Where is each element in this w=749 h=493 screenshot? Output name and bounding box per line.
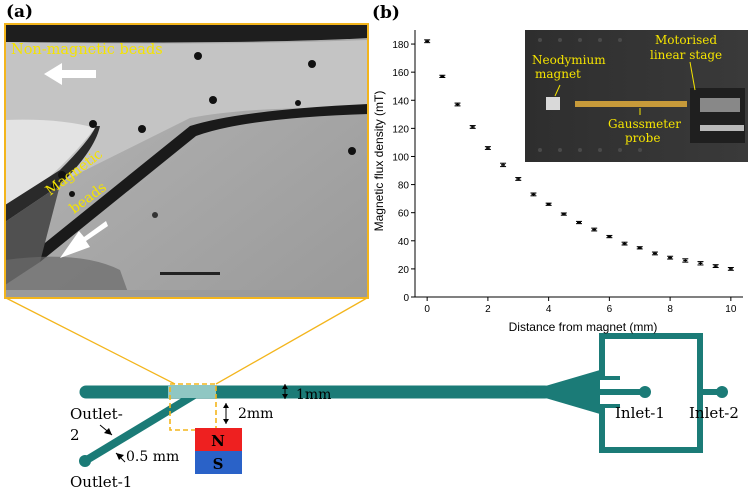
gap-2mm-label: 2mm bbox=[238, 406, 273, 422]
y-tick-label: 20 bbox=[398, 265, 410, 276]
arrow-down-left-icon bbox=[60, 221, 108, 258]
y-tick-label: 0 bbox=[403, 293, 409, 304]
y-tick-label: 120 bbox=[392, 124, 409, 135]
inset-stage-line1: Motorised bbox=[655, 33, 717, 47]
inset-stage-line2: linear stage bbox=[650, 48, 722, 62]
magnet-s-label: S bbox=[213, 455, 224, 473]
inlet-2-port bbox=[716, 386, 728, 398]
y-tick-label: 80 bbox=[398, 181, 410, 192]
y-tick-label: 40 bbox=[398, 237, 410, 248]
inlet-1-label: Inlet-1 bbox=[615, 404, 665, 422]
magnet-south bbox=[195, 451, 242, 474]
width-1mm-label: 1mm bbox=[296, 387, 331, 403]
flux-density-chart: 0 20 40 60 80 100 120 140 160 180 0 2 4 6 8 10 Magnetic… bbox=[372, 30, 743, 334]
non-magnetic-label: Non-magnetic beads bbox=[11, 42, 163, 58]
width-0.5mm-label: 0.5 mm bbox=[126, 449, 179, 465]
funnel bbox=[525, 370, 600, 414]
y-tick-label: 180 bbox=[392, 40, 409, 51]
inlet-1-port bbox=[639, 386, 651, 398]
zoom-line-left bbox=[5, 297, 176, 385]
inset-probe-line2: probe bbox=[625, 131, 660, 145]
channel-schematic: N S 1mm 2mm 0.5 mm Outlet- 2 Outlet-1 In… bbox=[70, 333, 739, 491]
microscope-image: Non-magnetic beads Magnetic beads bbox=[4, 23, 369, 299]
inset-neodymium-line2: magnet bbox=[535, 67, 581, 81]
y-tick-label: 160 bbox=[392, 68, 409, 79]
x-tick-label: 10 bbox=[725, 304, 737, 315]
y-axis-label: Magnetic flux density (mT) bbox=[372, 91, 386, 232]
x-axis-label: Distance from magnet (mm) bbox=[509, 320, 658, 334]
outlet-2-label-line1: Outlet- bbox=[70, 405, 123, 423]
x-tick-label: 4 bbox=[546, 304, 552, 315]
inset-neodymium-line1: Neodymium bbox=[532, 53, 606, 67]
x-tick-label: 6 bbox=[607, 304, 613, 315]
inlet-2-label: Inlet-2 bbox=[689, 404, 739, 422]
setup-photo-inset: Neodymium magnet Motorised linear stage … bbox=[525, 30, 748, 162]
panel-a-label: (a) bbox=[6, 2, 34, 22]
chart-points bbox=[424, 39, 734, 271]
x-tick-label: 8 bbox=[667, 304, 673, 315]
arrow-left-icon bbox=[44, 63, 96, 85]
y-tick-label: 100 bbox=[392, 152, 409, 163]
panel-b-label: (b) bbox=[372, 3, 400, 23]
inset-probe-line1: Gaussmeter bbox=[608, 117, 681, 131]
magnet-north bbox=[195, 428, 242, 451]
y-tick-label: 60 bbox=[398, 209, 410, 220]
x-tick-label: 2 bbox=[485, 304, 491, 315]
zoom-region-box bbox=[169, 383, 217, 431]
outlet-1-channel bbox=[81, 390, 200, 465]
y-tick-label: 140 bbox=[392, 96, 409, 107]
zoom-frame bbox=[4, 23, 369, 299]
x-tick-label: 0 bbox=[424, 304, 430, 315]
zoom-line-right bbox=[215, 297, 368, 385]
chart-axes: 0 20 40 60 80 100 120 140 160 180 0 2 4 6 8 10 bbox=[392, 30, 743, 315]
outlet-2-label-line2: 2 bbox=[70, 426, 80, 444]
magnet-n-label: N bbox=[211, 432, 225, 450]
outlet-1-label: Outlet-1 bbox=[70, 473, 132, 491]
